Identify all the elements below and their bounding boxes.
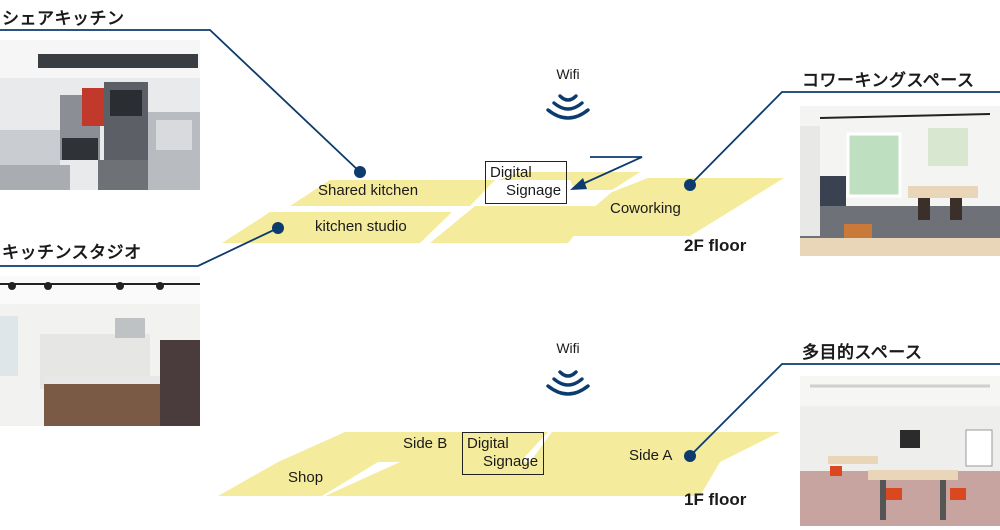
floor-2f-label: 2F floor	[684, 236, 747, 255]
signage-arrow-head	[570, 178, 587, 190]
signage-2f-line2: Signage	[506, 182, 562, 199]
kitchen-studio-title: キッチンスタジオ	[2, 243, 142, 263]
floor-1f-center-area	[325, 462, 550, 496]
wifi-icon-1f	[546, 370, 590, 396]
floor-1f-shop-area	[218, 462, 378, 496]
shared-kitchen-marker	[354, 166, 366, 178]
coworking-image	[800, 106, 1000, 256]
floor-2f-plan	[222, 172, 784, 243]
kitchen-studio-label: kitchen studio	[315, 218, 407, 235]
side-a-label: Side A	[629, 447, 673, 464]
floor-2f-upper-center-area	[498, 172, 640, 190]
shared-kitchen-photo	[0, 40, 200, 190]
floor-2f-shared-kitchen-area	[290, 180, 495, 206]
digital-signage-1f: Digital Signage	[462, 432, 544, 475]
digital-signage-2f: Digital Signage	[485, 161, 567, 204]
floor-1f-upper-center-area	[400, 432, 548, 462]
coworking-callout-line	[689, 91, 1000, 186]
signage-1f-line1: Digital	[467, 435, 509, 452]
floor-1f-label: 1F floor	[684, 490, 747, 509]
shared-kitchen-callout-line	[0, 29, 361, 173]
floor-1f-plan	[218, 432, 780, 496]
floor-1f-side-a-area	[505, 432, 780, 496]
floor-2f-coworking-area	[560, 178, 784, 236]
multipurpose-title: 多目的スペース	[802, 343, 923, 363]
floor-2f-kitchen-studio-area	[222, 212, 452, 243]
wifi-label-1f: Wifi	[556, 340, 580, 356]
signage-arrow	[577, 156, 643, 187]
kitchen-studio-photo	[0, 276, 200, 426]
kitchen-studio-callout-line	[0, 227, 279, 267]
shared-kitchen-title: シェアキッチン	[2, 9, 125, 29]
wifi-icon-2f	[546, 94, 590, 120]
signage-1f-line2: Signage	[483, 453, 539, 470]
coworking-label: Coworking	[610, 200, 681, 217]
wifi-label-2f: Wifi	[556, 66, 580, 82]
signage-2f-line1: Digital	[490, 164, 532, 181]
shared-kitchen-image	[0, 40, 200, 190]
coworking-title: コワーキングスペース	[802, 71, 975, 91]
side-b-label: Side B	[403, 435, 448, 452]
kitchen-studio-marker	[272, 222, 284, 234]
shared-kitchen-label: Shared kitchen	[318, 182, 419, 199]
kitchen-studio-image	[0, 276, 200, 426]
floor-2f-center-area	[430, 206, 598, 243]
side-a-marker	[684, 450, 696, 462]
callout-lines	[0, 29, 1000, 457]
shop-label: Shop	[288, 469, 324, 486]
multipurpose-photo	[800, 376, 1000, 526]
multipurpose-callout-line	[689, 363, 1000, 457]
coworking-photo	[800, 106, 1000, 256]
coworking-marker	[684, 179, 696, 191]
multipurpose-image	[800, 376, 1000, 526]
